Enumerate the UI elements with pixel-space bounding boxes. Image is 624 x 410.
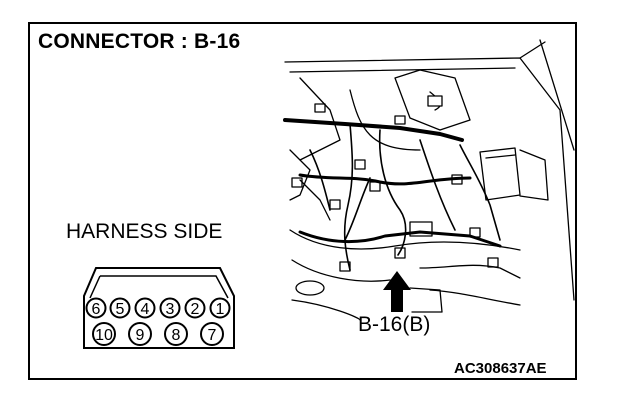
connector-pins-bottom-row: 10 9 8 7 [92,322,224,346]
connector-callout-label: B-16(B) [358,313,431,336]
connector-locator-arrow [383,271,411,312]
connector-pin: 5 [109,297,131,319]
connector-pin: 4 [134,297,156,319]
svg-text:10: 10 [95,327,113,344]
harness-side-label: HARNESS SIDE [66,220,223,243]
connector-pin: 1 [209,297,231,319]
svg-text:7: 7 [208,327,217,344]
connector-pin: 2 [184,297,206,319]
connector-face: 6 5 4 3 2 1 10 9 8 7 [83,267,235,349]
connector-pins-top-row: 6 5 4 3 2 1 [85,297,231,319]
svg-text:1: 1 [216,301,225,318]
connector-pin: 3 [159,297,181,319]
svg-text:5: 5 [116,301,125,318]
svg-text:2: 2 [191,301,200,318]
svg-text:4: 4 [141,301,150,318]
connector-pin: 7 [200,322,224,346]
wire-harness [283,118,502,271]
figure-code: AC308637AE [454,360,547,377]
svg-text:6: 6 [92,301,101,318]
svg-text:3: 3 [166,301,175,318]
connector-pin: 8 [164,322,188,346]
connector-pin: 9 [128,322,152,346]
svg-text:9: 9 [136,327,145,344]
connector-pin: 10 [92,322,116,346]
connector-pin: 6 [85,297,107,319]
engine-bay-illustration [284,39,575,321]
svg-text:8: 8 [172,327,181,344]
connector-title: CONNECTOR : B-16 [38,30,241,53]
